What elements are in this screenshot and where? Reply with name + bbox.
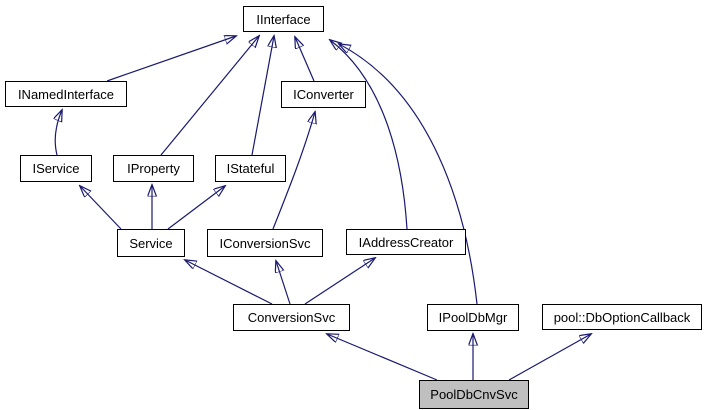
node-iinterface[interactable]: IInterface: [243, 6, 324, 32]
edge-iservice-to-inamedinterface: [55, 110, 62, 156]
edge-istateful-to-iinterface: [251, 36, 274, 156]
edge-iconverter-to-iinterface: [295, 37, 315, 82]
node-conversionsvc[interactable]: ConversionSvc: [233, 304, 350, 331]
edge-service-to-iservice: [80, 186, 122, 230]
node-iconversionsvc[interactable]: IConversionSvc: [207, 229, 323, 257]
edge-pooldbcnvsvc-to-conversionsvc: [327, 334, 438, 381]
node-pooldboptioncallback[interactable]: pool::DbOptionCallback: [542, 304, 702, 330]
edge-inamedinterface-to-iinterface: [106, 36, 236, 82]
node-istateful[interactable]: IStateful: [215, 155, 286, 182]
node-ipooldbmgr[interactable]: IPoolDbMgr: [427, 304, 519, 331]
edge-pooldbcnvsvc-to-pooldboptioncallback: [508, 334, 591, 381]
node-inamedinterface[interactable]: INamedInterface: [5, 81, 127, 107]
edge-iaddresscreator-to-iinterface: [330, 40, 408, 230]
node-service[interactable]: Service: [117, 229, 185, 257]
edge-service-to-istateful: [167, 186, 225, 230]
edge-iconversionsvc-to-iconverter: [272, 112, 315, 230]
edge-conversionsvc-to-service: [185, 260, 273, 305]
node-iconverter[interactable]: IConverter: [281, 81, 366, 108]
node-iaddresscreator[interactable]: IAddressCreator: [346, 229, 466, 255]
edge-conversionsvc-to-iconversionsvc: [276, 261, 291, 305]
node-iservice[interactable]: IService: [20, 155, 92, 182]
node-pooldbcnvsvc: PoolDbCnvSvc: [419, 380, 529, 409]
edge-ipooldbmgr-to-iinterface: [339, 44, 478, 305]
edge-iproperty-to-iinterface: [160, 36, 259, 156]
node-iproperty[interactable]: IProperty: [113, 155, 194, 182]
edge-conversionsvc-to-iaddresscreator: [304, 258, 375, 305]
